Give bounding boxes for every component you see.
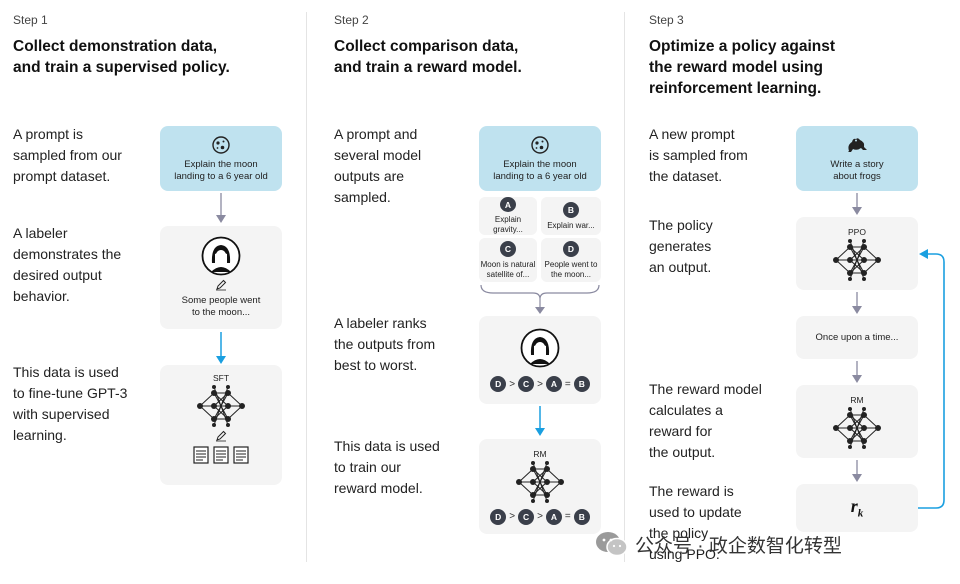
column-divider-1 [306, 12, 307, 562]
output-letter-c: C [500, 240, 516, 257]
output-card-b: B Explain war... [541, 197, 601, 235]
step3-feedback-arrow [918, 249, 945, 509]
rank-operator: > [509, 511, 516, 522]
step3-rm-card: RM [796, 385, 918, 458]
step1-arrow-2 [216, 332, 226, 364]
step1-title: Collect demonstration data,and train a s… [13, 38, 230, 76]
frog-icon [848, 137, 867, 152]
wechat-icon [596, 532, 628, 557]
step3-arrow-1 [852, 193, 862, 215]
step2-rm-card: RM D > C > A = B [479, 439, 601, 534]
rank-operator: = [564, 511, 571, 522]
step3-reward-card: rk [796, 484, 918, 532]
step2-arrow-rm [535, 406, 545, 436]
pencil-icon [216, 279, 227, 291]
step3-arrow-3 [852, 361, 862, 383]
column-divider-2 [624, 12, 625, 562]
step2-label: Step 2 [334, 13, 369, 27]
rank-item: C [518, 376, 535, 392]
step2-title: Collect comparison data,and train a rewa… [334, 38, 522, 76]
step1-arrow-1 [216, 193, 226, 223]
sft-label: SFT [212, 373, 230, 383]
reward-symbol: rk [850, 496, 864, 520]
rank-item: D [490, 508, 507, 525]
rank-item: D [490, 376, 507, 392]
rm-label: RM [850, 394, 864, 405]
ranking-row: D > C > A = B [490, 376, 590, 392]
output-letter-a: A [500, 197, 516, 212]
neural-network-icon [833, 406, 881, 449]
neural-network-icon [516, 460, 564, 503]
ppo-label: PPO [848, 226, 866, 237]
step3-ppo-card: PPO [796, 217, 918, 290]
document-icon [233, 446, 249, 464]
moon-icon [212, 135, 230, 154]
step3-output-card: Once upon a time... [796, 316, 918, 359]
labeler-avatar-icon [201, 236, 241, 276]
rank-item: A [545, 508, 562, 525]
neural-network-icon [833, 238, 881, 281]
ranking-row: D > C > A = B [490, 508, 590, 525]
watermark: 公众号 · 政企数智化转型 [595, 530, 842, 558]
step2-bracket-arrow [480, 284, 600, 314]
rank-item: C [518, 508, 535, 525]
step1-label: Step 1 [13, 13, 48, 27]
rank-operator: > [509, 378, 516, 390]
rank-operator: > [537, 511, 543, 522]
step3-arrow-4 [852, 460, 862, 482]
rm-label: RM [533, 448, 547, 459]
rank-operator: = [564, 378, 571, 390]
watermark-text: 公众号 · 政企数智化转型 [635, 535, 842, 557]
rank-operator: > [537, 378, 543, 390]
rank-item: B [573, 376, 590, 392]
documents-icon-row [193, 446, 249, 464]
rank-item: B [573, 508, 590, 525]
neural-network-icon [197, 385, 245, 427]
output-text-a: Explain gravity... [493, 215, 523, 234]
labeler-avatar-icon [520, 328, 560, 368]
step3-label: Step 3 [649, 13, 684, 27]
output-letter-b: B [563, 201, 579, 218]
step1-sft-card: SFT [160, 365, 282, 485]
document-icon [213, 446, 229, 464]
step3-arrow-2 [852, 292, 862, 314]
step2-ranking-card: D > C > A = B [479, 316, 601, 404]
output-letter-d: D [563, 240, 579, 257]
output-card-a: A Explain gravity... [479, 197, 537, 235]
step3-output-text: Once upon a time... [815, 331, 899, 343]
moon-icon [531, 135, 549, 154]
document-icon [193, 446, 209, 464]
pencil-icon [216, 430, 227, 442]
output-text-b: Explain war... [547, 220, 595, 230]
rank-item: A [545, 376, 562, 392]
